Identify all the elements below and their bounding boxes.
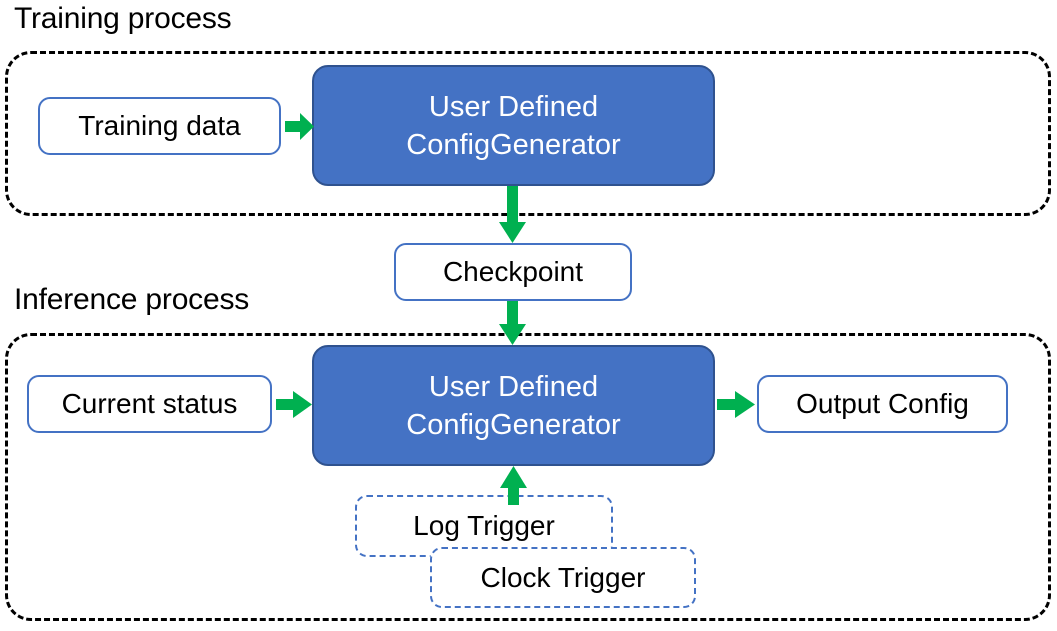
node-training-data[interactable]: Training data bbox=[38, 97, 281, 155]
node-log-trigger[interactable]: Log Trigger bbox=[355, 495, 613, 557]
node-inference-user-defined-configgenerator[interactable]: User Defined ConfigGenerator bbox=[312, 345, 715, 466]
training-process-title: Training process bbox=[14, 2, 232, 35]
node-checkpoint[interactable]: Checkpoint bbox=[394, 243, 632, 301]
inference-process-container bbox=[5, 333, 1051, 621]
training-process-container bbox=[5, 51, 1051, 216]
node-training-user-defined-configgenerator[interactable]: User Defined ConfigGenerator bbox=[312, 65, 715, 186]
node-current-status[interactable]: Current status bbox=[27, 375, 272, 433]
node-clock-trigger[interactable]: Clock Trigger bbox=[430, 547, 696, 608]
node-output-config[interactable]: Output Config bbox=[757, 375, 1008, 433]
inference-process-title: Inference process bbox=[14, 283, 250, 316]
